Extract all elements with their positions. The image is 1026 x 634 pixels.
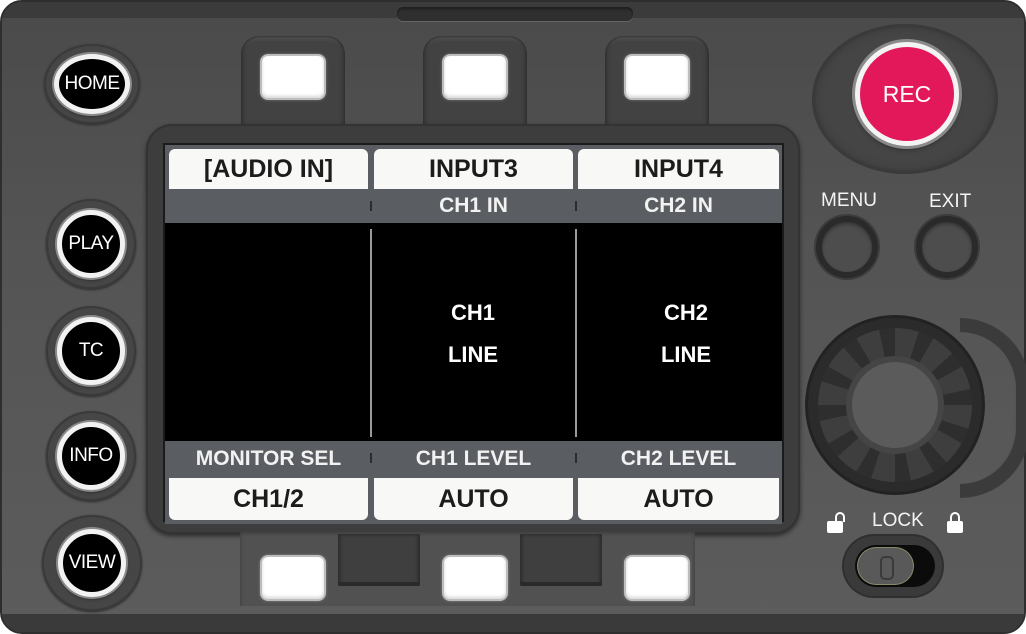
bottom-notch — [338, 534, 420, 586]
monitor-sel-value[interactable]: CH1/2 — [169, 478, 368, 520]
info-button[interactable]: INFO — [57, 422, 125, 490]
ch1-label: CH1 — [450, 300, 495, 325]
view-button-housing: VIEW — [42, 515, 142, 611]
bottom-notch — [520, 534, 602, 586]
top-slot — [397, 7, 633, 21]
play-button[interactable]: PLAY — [57, 210, 125, 278]
function-key-bottom-1[interactable] — [262, 557, 324, 599]
home-button[interactable]: HOME — [54, 54, 130, 114]
footer-divider-tick — [370, 453, 372, 463]
tab-audio-in[interactable]: [AUDIO IN] — [169, 149, 368, 189]
monitor-sel-label: MONITOR SEL — [195, 447, 342, 470]
unlocked-padlock-icon — [827, 512, 845, 533]
view-button[interactable]: VIEW — [58, 529, 126, 597]
lcd-screen: [AUDIO IN] INPUT3 INPUT4 CH1 IN CH2 IN C… — [163, 143, 784, 524]
tc-button[interactable]: TC — [57, 317, 125, 385]
panel-bottom-edge — [2, 614, 1024, 632]
ch2-level-label: CH2 LEVEL — [620, 447, 737, 470]
function-key-top-2[interactable] — [444, 56, 506, 98]
play-button-housing: PLAY — [46, 199, 136, 289]
rec-button[interactable]: REC — [855, 42, 959, 146]
ch1-level-value[interactable]: AUTO — [374, 478, 573, 520]
jog-dial-center-button[interactable] — [852, 362, 938, 448]
tab-input4[interactable]: INPUT4 — [578, 149, 779, 189]
exit-label: EXIT — [929, 191, 972, 212]
screen-body — [165, 223, 782, 441]
menu-button[interactable] — [816, 216, 878, 278]
home-button-housing: HOME — [44, 44, 140, 124]
function-key-bottom-2[interactable] — [444, 557, 506, 599]
ch2-in-label: CH2 IN — [644, 194, 713, 217]
ch2-mode: LINE — [660, 342, 712, 367]
lock-switch[interactable] — [858, 548, 913, 584]
ch1-in-label: CH1 IN — [439, 194, 508, 217]
header-divider-tick — [575, 201, 577, 211]
ch1-level-label: CH1 LEVEL — [415, 447, 532, 470]
ch2-label: CH2 — [663, 300, 708, 325]
tab-input3[interactable]: INPUT3 — [374, 149, 573, 189]
header-divider-tick — [370, 201, 372, 211]
menu-label: MENU — [821, 190, 877, 211]
lock-label: LOCK — [872, 510, 924, 531]
ch2-level-value[interactable]: AUTO — [578, 478, 779, 520]
tc-button-housing: TC — [46, 306, 136, 396]
function-key-bottom-3[interactable] — [626, 557, 688, 599]
locked-padlock-icon — [947, 512, 963, 533]
info-button-housing: INFO — [46, 411, 136, 501]
ch1-mode: LINE — [447, 342, 499, 367]
column-divider — [370, 229, 372, 437]
function-key-top-3[interactable] — [626, 56, 688, 98]
function-key-top-1[interactable] — [262, 56, 324, 98]
column-divider — [575, 229, 577, 437]
footer-divider-tick — [575, 453, 577, 463]
exit-button[interactable] — [916, 216, 978, 278]
